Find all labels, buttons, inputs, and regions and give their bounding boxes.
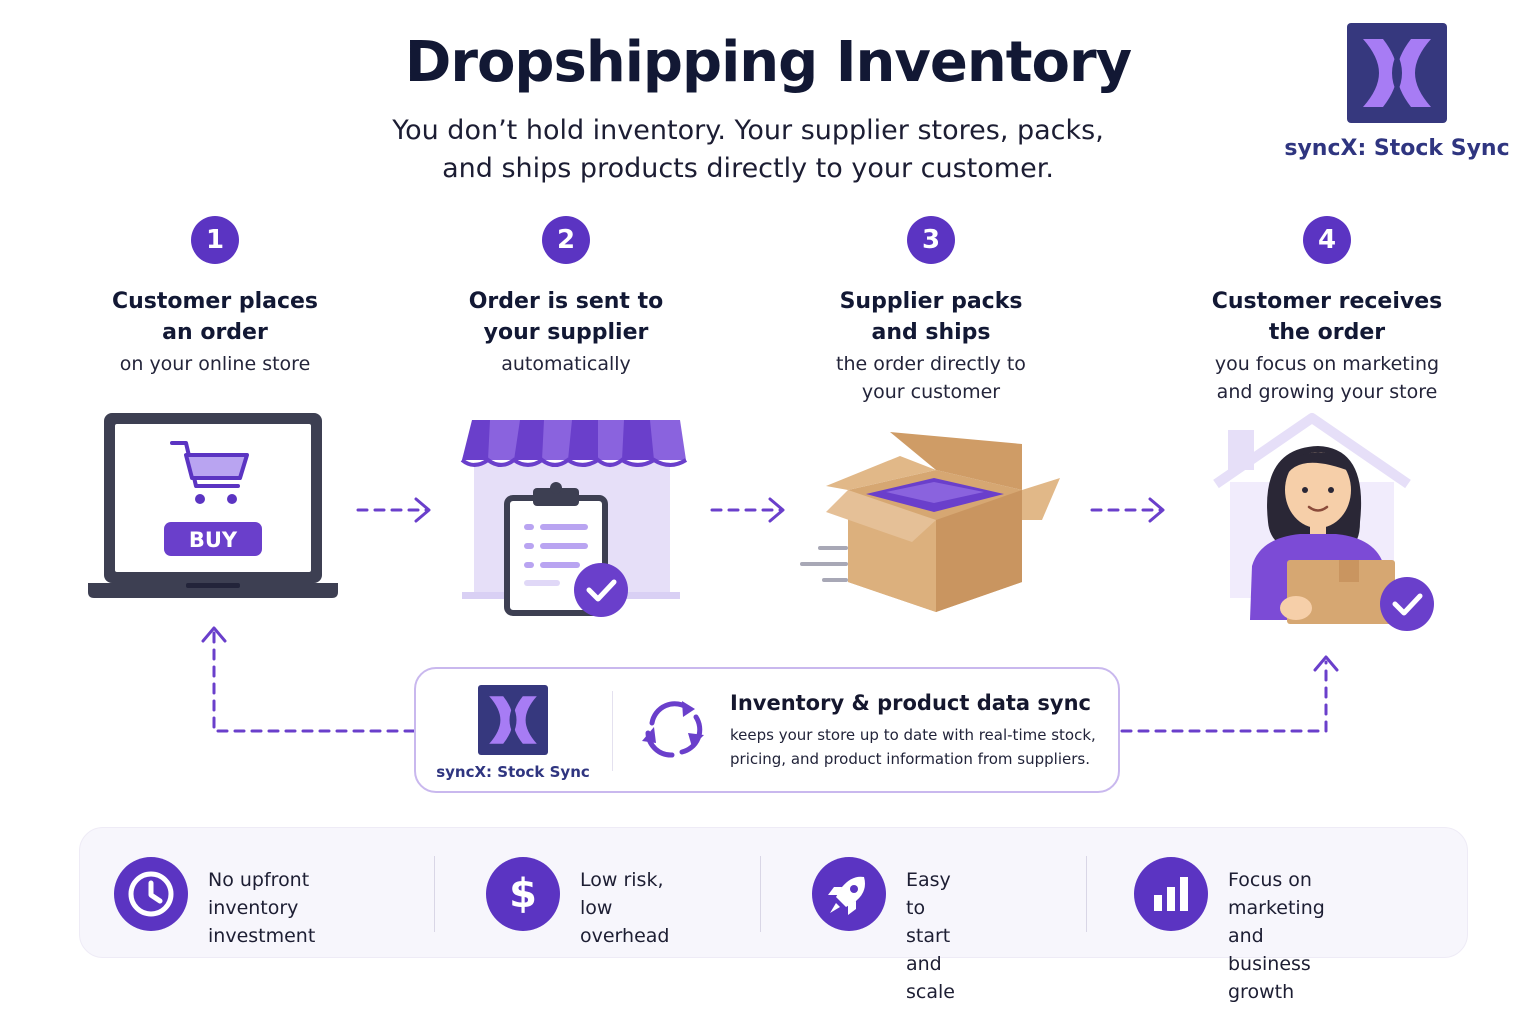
benefits-bar: No upfront inventory investment $ Low ri…	[79, 827, 1468, 1003]
step-title: Order is sent to your supplier	[468, 289, 664, 345]
svg-text:$: $	[509, 871, 537, 917]
laptop-cart-icon: BUY	[88, 413, 338, 598]
rocket-icon	[812, 857, 886, 931]
sync-brand-name: syncX: Stock Sync	[436, 763, 590, 781]
inventory-sync-panel: syncX: Stock Sync Inventory & product da…	[414, 667, 1120, 793]
step-2: 2 Order is sent to your supplier automat…	[396, 216, 736, 378]
step-title: Customer places an order	[111, 289, 319, 345]
step-description: on your online store	[119, 353, 311, 375]
page-title: Dropshipping Inventory	[404, 30, 1132, 95]
store-clipboard-icon	[460, 420, 688, 617]
arrowhead-right-icon	[1148, 497, 1165, 523]
step-1: 1 Customer places an order on your onlin…	[45, 216, 385, 378]
sync-arrows-icon	[638, 695, 708, 770]
divider	[434, 856, 435, 932]
subtitle-line-1: You don’t hold inventory. Your supplier …	[392, 115, 1104, 146]
benefit-text: Low risk, low overhead	[580, 869, 670, 947]
sync-title: Inventory & product data sync	[730, 691, 1091, 715]
syncx-logo-icon	[478, 685, 548, 755]
step-title: Customer receives the order	[1211, 289, 1443, 345]
clock-icon	[114, 857, 188, 931]
subtitle-line-2: and ships products directly to your cust…	[442, 153, 1054, 184]
step-number: 4	[1303, 216, 1351, 264]
arrowhead-right-icon	[768, 497, 785, 523]
step-description: you focus on marketing and growing your …	[1214, 353, 1440, 403]
step-number: 2	[542, 216, 590, 264]
divider	[612, 691, 613, 771]
step-number: 1	[191, 216, 239, 264]
step-3: 3 Supplier packs and ships the order dir…	[761, 216, 1101, 406]
arrowhead-right-icon	[414, 497, 431, 523]
sync-description: keeps your store up to date with real-ti…	[730, 726, 1096, 768]
sync-to-store-connector	[212, 630, 416, 733]
benefit-text: Easy to start and scale	[906, 869, 955, 1003]
step-number: 3	[907, 216, 955, 264]
benefit-text: No upfront inventory investment	[208, 869, 316, 947]
divider	[760, 856, 761, 932]
arrowhead-up-icon	[201, 626, 227, 643]
open-box-icon	[800, 432, 1060, 612]
brand-name: syncX: Stock Sync	[1284, 136, 1510, 161]
step-title: Supplier packs and ships	[839, 289, 1023, 345]
step-4: 4 Customer receives the order you focus …	[1157, 216, 1497, 406]
dollar-icon: $	[486, 857, 560, 931]
divider	[1086, 856, 1087, 932]
sync-to-customer-connector	[1120, 660, 1328, 733]
benefit-text: Focus on marketing and business growth	[1228, 869, 1325, 1003]
arrowhead-up-icon	[1313, 655, 1339, 672]
customer-package-icon	[1213, 413, 1434, 631]
bar-chart-icon	[1134, 857, 1208, 931]
step-description: automatically	[501, 353, 631, 375]
syncx-logo-icon	[1347, 23, 1447, 123]
page-subtitle: You don’t hold inventory. Your supplier …	[0, 112, 1496, 188]
step-description: the order directly to your customer	[836, 353, 1026, 403]
buy-button-label: BUY	[189, 528, 238, 552]
